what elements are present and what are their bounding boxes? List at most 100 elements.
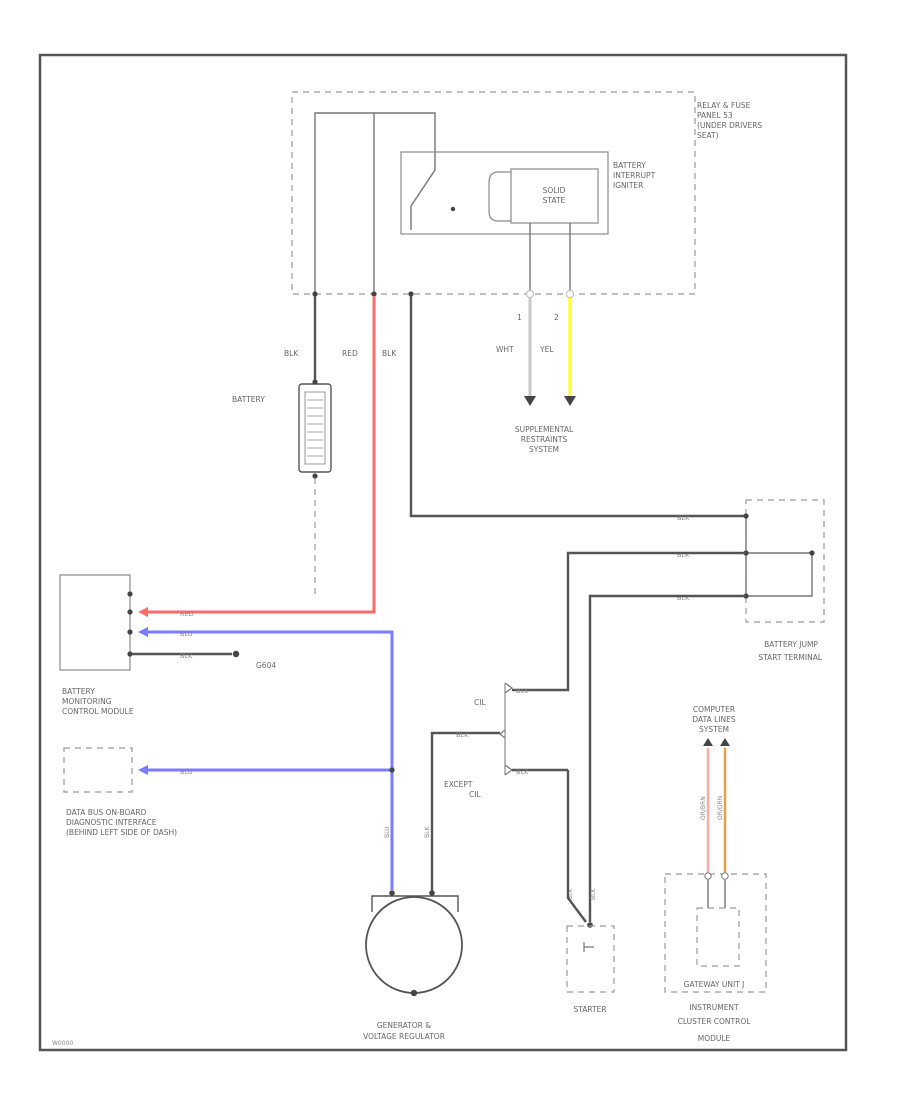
diagram-frame: [38, 53, 848, 1052]
wire-blk-j1-label: BLK: [677, 514, 690, 522]
data-bus-blu-arrow: [138, 765, 148, 775]
wire-blu-gen-v-label: BLU: [384, 826, 391, 838]
generator-terminal-blk: [429, 890, 435, 896]
battery-symbol: [298, 383, 332, 473]
wire-blu-db-label: BLU: [180, 768, 193, 776]
wire-red-bm-label: RED: [180, 610, 194, 618]
wire-blk-mid-label: BLK: [382, 349, 397, 358]
ground-g604-point: [232, 650, 240, 658]
svg-text:GENERATOR &: GENERATOR &: [377, 1021, 431, 1030]
battery-monitoring-module-box: [59, 574, 131, 671]
generator-symbol: [365, 895, 463, 994]
svg-text:DATA LINES: DATA LINES: [692, 715, 735, 724]
bmcm-pin-red: [127, 609, 133, 615]
solid-state-module: [510, 168, 599, 224]
ground-g604-label: G604: [256, 661, 276, 670]
panel-node-blk-left: [312, 291, 318, 297]
svg-text:(UNDER DRIVERS: (UNDER DRIVERS: [697, 121, 762, 130]
wire-blk-gen-label: BLK: [456, 731, 469, 739]
wire-blk-j3-label: BLK: [677, 594, 690, 602]
wire-blu-bm-label: BLU: [180, 630, 193, 638]
battery-monitoring-module-label: BATTERY MONITORING CONTROL MODULE: [62, 687, 134, 716]
svg-text:SOLID: SOLID: [543, 186, 566, 195]
svg-text:(BEHIND LEFT SIDE OF DASH): (BEHIND LEFT SIDE OF DASH): [66, 828, 177, 837]
svg-text:EXCEPT: EXCEPT: [444, 780, 473, 789]
computer-data-lines-label: COMPUTER DATA LINES SYSTEM: [692, 705, 735, 734]
svg-text:PANEL 53: PANEL 53: [697, 111, 733, 120]
relay-internal-bus: [314, 112, 436, 293]
svg-text:BATTERY: BATTERY: [62, 687, 95, 696]
svg-text:MODULE: MODULE: [698, 1034, 731, 1043]
svg-text:MONITORING: MONITORING: [62, 697, 112, 706]
panel-pin1-terminal: [526, 290, 534, 298]
wire-blk-except-starter: [566, 770, 587, 923]
battery-interrupt-igniter-label: BATTERY INTERRUPT IGNITER: [613, 161, 656, 190]
wire-blk-jump-starter: [588, 594, 746, 922]
wire-wht-label: WHT: [496, 345, 514, 354]
cil-connector-bracket: [499, 682, 514, 776]
solid-state-bracket: [488, 171, 511, 222]
icm-pin-2: [721, 872, 729, 880]
instrument-cluster-box: [664, 873, 767, 993]
bmcm-pin-top: [127, 591, 133, 597]
data-bus-interface-box: [63, 747, 133, 793]
panel-node-red: [371, 291, 377, 297]
instrument-cluster-label: INSTRUMENT CLUSTER CONTROL MODULE: [678, 1003, 752, 1043]
data-bus-junction: [389, 767, 395, 773]
icm-pin-1: [704, 872, 712, 880]
panel-node-blk-mid: [408, 291, 414, 297]
svg-text:COMPUTER: COMPUTER: [693, 705, 735, 714]
wire-blk-jump-start: [409, 296, 746, 518]
wire-blk-jump-cil: [512, 551, 746, 692]
gateway-unit-box: [696, 907, 740, 967]
solid-state-label: SOLID STATE: [543, 186, 566, 205]
battery-interrupt-igniter-box: [400, 151, 609, 235]
jump-node-4: [809, 550, 815, 556]
pin-2-label: 2: [554, 313, 559, 322]
bmcm-red-arrow: [138, 607, 148, 617]
svg-text:INTERRUPT: INTERRUPT: [613, 171, 656, 180]
bmcm-blu-arrow: [138, 627, 148, 637]
wire-yel-label: YEL: [539, 345, 554, 354]
switch-pivot: [450, 206, 456, 212]
wire-blk-except-label: BLK: [516, 768, 529, 776]
svg-text:BATTERY: BATTERY: [613, 161, 646, 170]
jump-node-1: [743, 513, 749, 519]
wire-blk-cil-label: BLK: [516, 687, 529, 695]
battery-label: BATTERY: [232, 395, 265, 404]
diagram-reference-code: W0000: [52, 1040, 73, 1047]
wire-blk-gen-v-label: BLK: [424, 826, 431, 838]
svg-text:RESTRAINTS: RESTRAINTS: [521, 435, 568, 444]
relay-fuse-panel-label: RELAY & FUSE PANEL 53 (UNDER DRIVERS SEA…: [697, 101, 762, 140]
srs-connector-arrows: [524, 396, 576, 406]
wire-red-battery-monitor: [142, 296, 376, 614]
svg-text:RELAY & FUSE: RELAY & FUSE: [697, 101, 751, 110]
svg-text:SEAT): SEAT): [697, 131, 719, 140]
wire-blk-j2-label: BLK: [677, 551, 690, 559]
wire-blk-st1-label: BLK: [567, 888, 574, 900]
svg-text:DATA BUS ON-BOARD: DATA BUS ON-BOARD: [66, 808, 147, 817]
jump-start-terminal-label: BATTERY JUMP START TERMINAL: [758, 640, 822, 662]
generator-terminal-blu: [389, 890, 395, 896]
except-cil-label: EXCEPT CIL: [444, 780, 481, 799]
data-bus-interface-label: DATA BUS ON-BOARD DIAGNOSTIC INTERFACE (…: [66, 808, 177, 837]
wire-org-grn-label: OR/GRN: [717, 796, 724, 820]
wire-blu-bm-generator: [142, 630, 394, 890]
battery-positive-terminal: [312, 379, 318, 385]
svg-text:CONTROL MODULE: CONTROL MODULE: [62, 707, 134, 716]
jump-start-terminal-box: [745, 499, 825, 623]
starter-solenoid-glyph: [583, 942, 594, 952]
wire-blk-cil-generator: [430, 731, 500, 892]
svg-text:SYSTEM: SYSTEM: [699, 725, 729, 734]
svg-text:START TERMINAL: START TERMINAL: [758, 653, 822, 662]
svg-text:STATE: STATE: [543, 196, 566, 205]
wire-blk-st2-label: BLK: [590, 888, 597, 900]
srs-label: SUPPLEMENTAL RESTRAINTS SYSTEM: [515, 425, 574, 454]
wire-blk-bm-label: BLK: [180, 652, 193, 660]
interrupt-switch-contact: [410, 157, 436, 230]
cil-label: CIL: [474, 698, 486, 707]
svg-text:DIAGNOSTIC INTERFACE: DIAGNOSTIC INTERFACE: [66, 818, 157, 827]
wire-red-label: RED: [342, 349, 358, 358]
bmcm-pin-blu: [127, 629, 133, 635]
starter-label: STARTER: [573, 1005, 606, 1014]
